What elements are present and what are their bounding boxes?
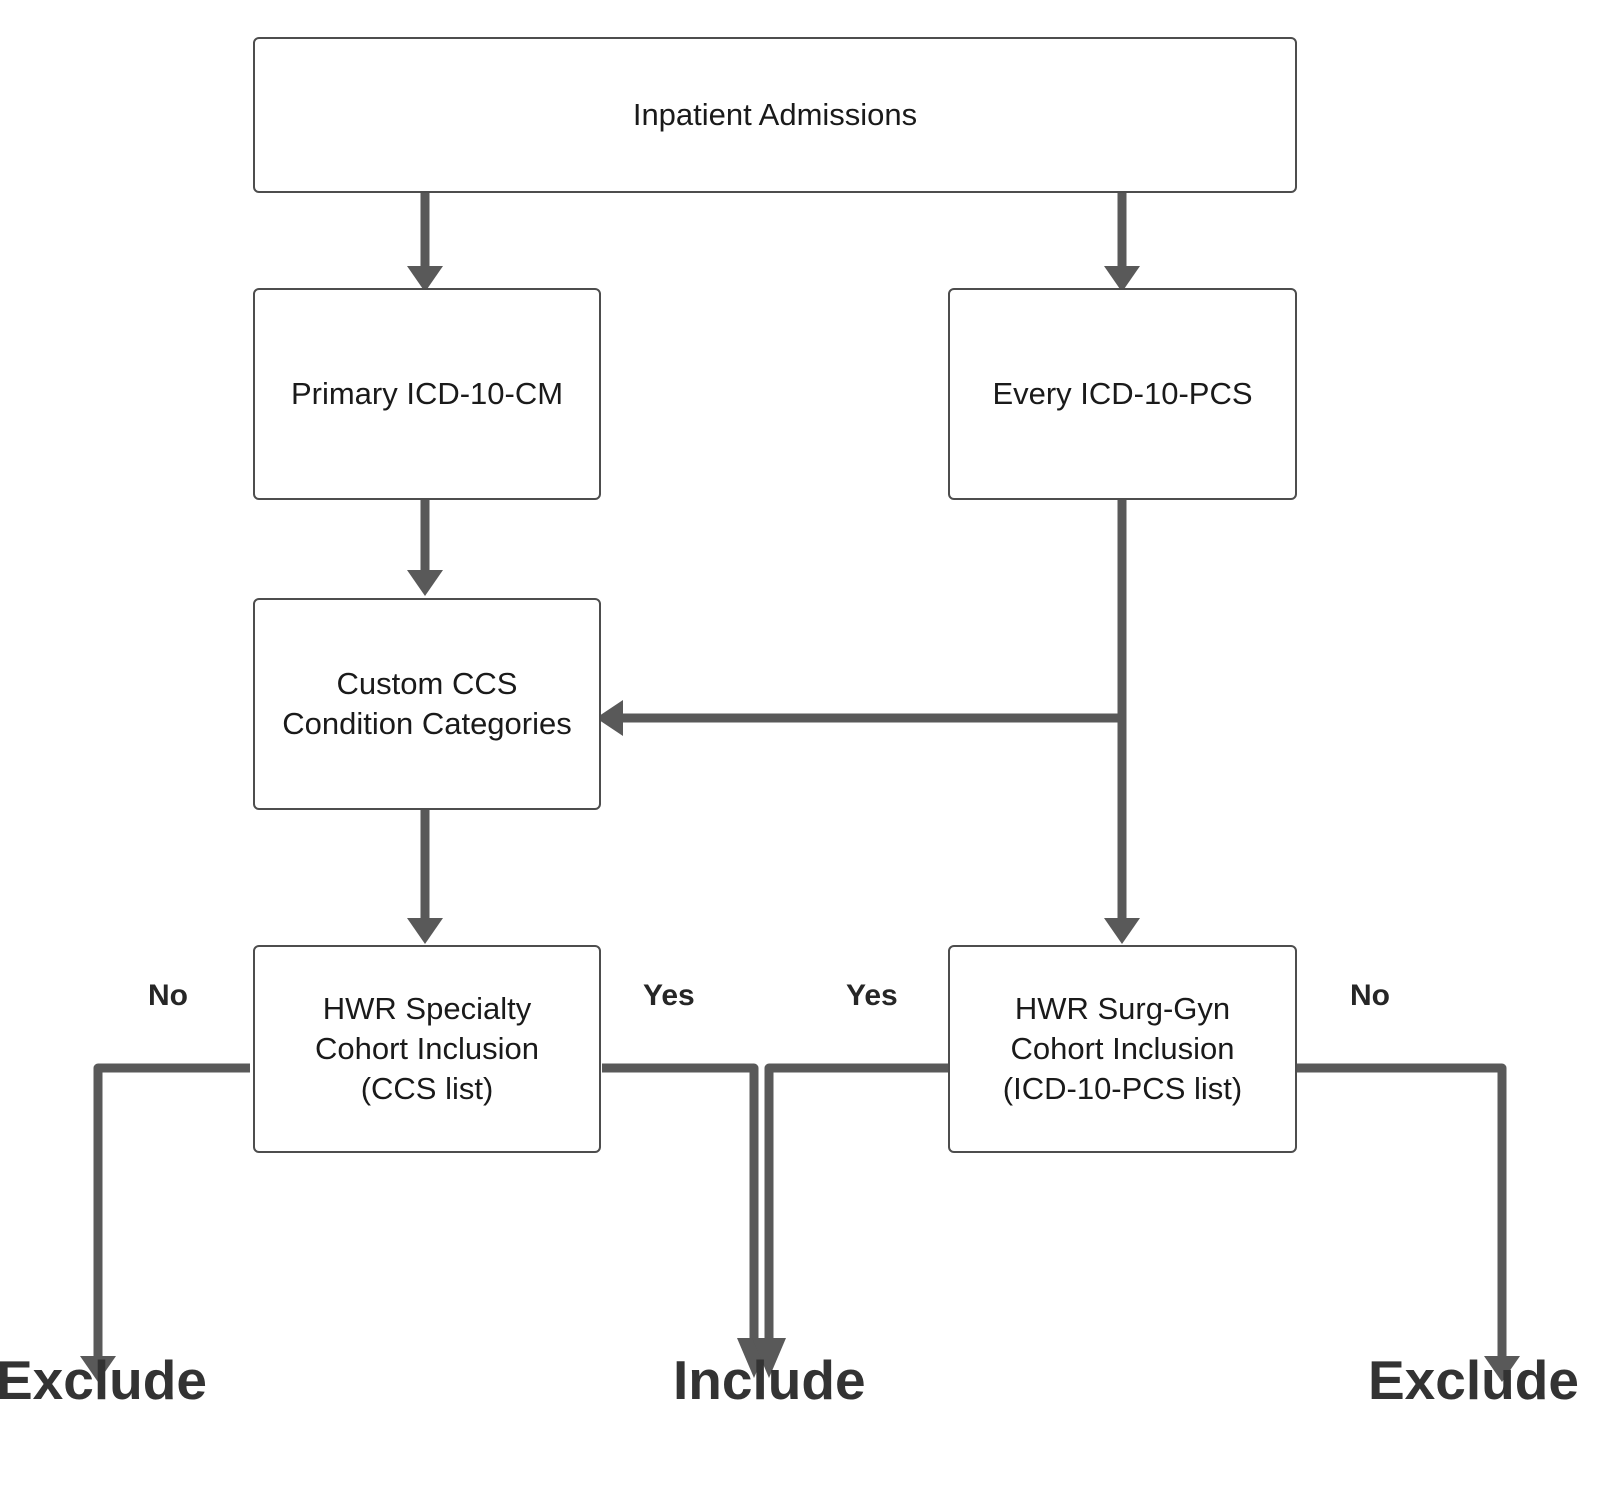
node-hwr-surggyn[interactable]: HWR Surg-Gyn Cohort Inclusion (ICD-10-PC… (948, 945, 1297, 1153)
node-label-custom-ccs: Custom CCS Condition Categories (282, 666, 572, 741)
edge-specialty-no (93, 1063, 250, 1362)
edge-label-surggyn-no: No (1350, 979, 1390, 1013)
node-label-inpatient-admissions: Inpatient Admissions (632, 97, 918, 133)
arrowhead-to-specialty (407, 918, 443, 944)
edge-label-text-specialty-no: No (148, 979, 188, 1012)
edge-label-text-surggyn-no: No (1350, 979, 1390, 1012)
node-primary-icd10cm[interactable]: Primary ICD-10-CM (253, 288, 601, 500)
arrowhead-exclude-right (1484, 1356, 1520, 1382)
arrowhead-to-ccs-vertical (407, 570, 443, 596)
edge-surggyn-no (1297, 1063, 1507, 1362)
arrowheads (80, 266, 1520, 1382)
edge-label-specialty-no: No (148, 979, 188, 1013)
node-label-primary-icd10cm: Primary ICD-10-CM (290, 376, 564, 412)
node-label-hwr-specialty: HWR Specialty Cohort Inclusion (CCS list… (314, 991, 539, 1106)
node-inpatient-admissions[interactable]: Inpatient Admissions (253, 37, 1297, 193)
node-every-icd10pcs[interactable]: Every ICD-10-PCS (948, 288, 1297, 500)
terminal-label-exclude-left: Exclude (0, 1349, 207, 1411)
terminal-label-include: Include (673, 1349, 866, 1411)
edge-label-text-surggyn-yes: Yes (846, 979, 898, 1012)
terminal-exclude-right: Exclude (1368, 1348, 1579, 1412)
arrowhead-to-surggyn (1104, 918, 1140, 944)
terminal-exclude-left: Exclude (0, 1348, 207, 1412)
edge-label-text-specialty-yes: Yes (643, 979, 695, 1012)
arrowhead-to-ccs-horizontal (596, 700, 623, 736)
edge-label-specialty-yes: Yes (643, 979, 695, 1013)
arrowhead-include-right (752, 1338, 786, 1378)
arrowhead-to-icd10cm (407, 266, 443, 292)
node-hwr-specialty[interactable]: HWR Specialty Cohort Inclusion (CCS list… (253, 945, 601, 1153)
terminal-label-exclude-right: Exclude (1368, 1349, 1579, 1411)
edge-label-surggyn-yes: Yes (846, 979, 898, 1013)
terminal-include: Include (673, 1348, 866, 1412)
node-label-hwr-surggyn: HWR Surg-Gyn Cohort Inclusion (ICD-10-PC… (1002, 991, 1243, 1106)
arrowhead-exclude-left (80, 1356, 116, 1382)
node-label-every-icd10pcs: Every ICD-10-PCS (992, 376, 1253, 412)
edge-surggyn-yes (764, 1063, 948, 1340)
arrowhead-to-icd10pcs (1104, 266, 1140, 292)
edge-specialty-yes (602, 1063, 759, 1340)
node-custom-ccs[interactable]: Custom CCS Condition Categories (253, 598, 601, 810)
